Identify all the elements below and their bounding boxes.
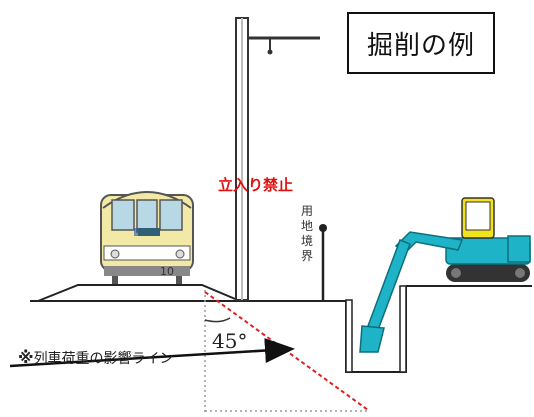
load-line-arrow [9, 338, 295, 368]
note-mark: ※ [18, 348, 34, 367]
angle-arc [204, 317, 231, 323]
diagram-title: 掘削の例 [347, 12, 495, 74]
property-boundary-label: 用地境界 [300, 204, 313, 263]
load-influence-text: 列車荷重の影響ライン [33, 351, 174, 367]
track-ballast [37, 284, 241, 302]
excavator-icon [359, 197, 531, 353]
no-entry-label: 立入り禁止 [218, 176, 294, 194]
angle-label: 45° [212, 329, 248, 353]
excavation-trench [345, 285, 407, 373]
svg-text:10: 10 [160, 265, 174, 278]
catenary-pole-icon [235, 17, 320, 301]
boundary-post-icon [319, 224, 327, 301]
load-influence-label: ※列車荷重の影響ライン [18, 348, 174, 368]
train-front-icon: 10 [100, 191, 194, 284]
